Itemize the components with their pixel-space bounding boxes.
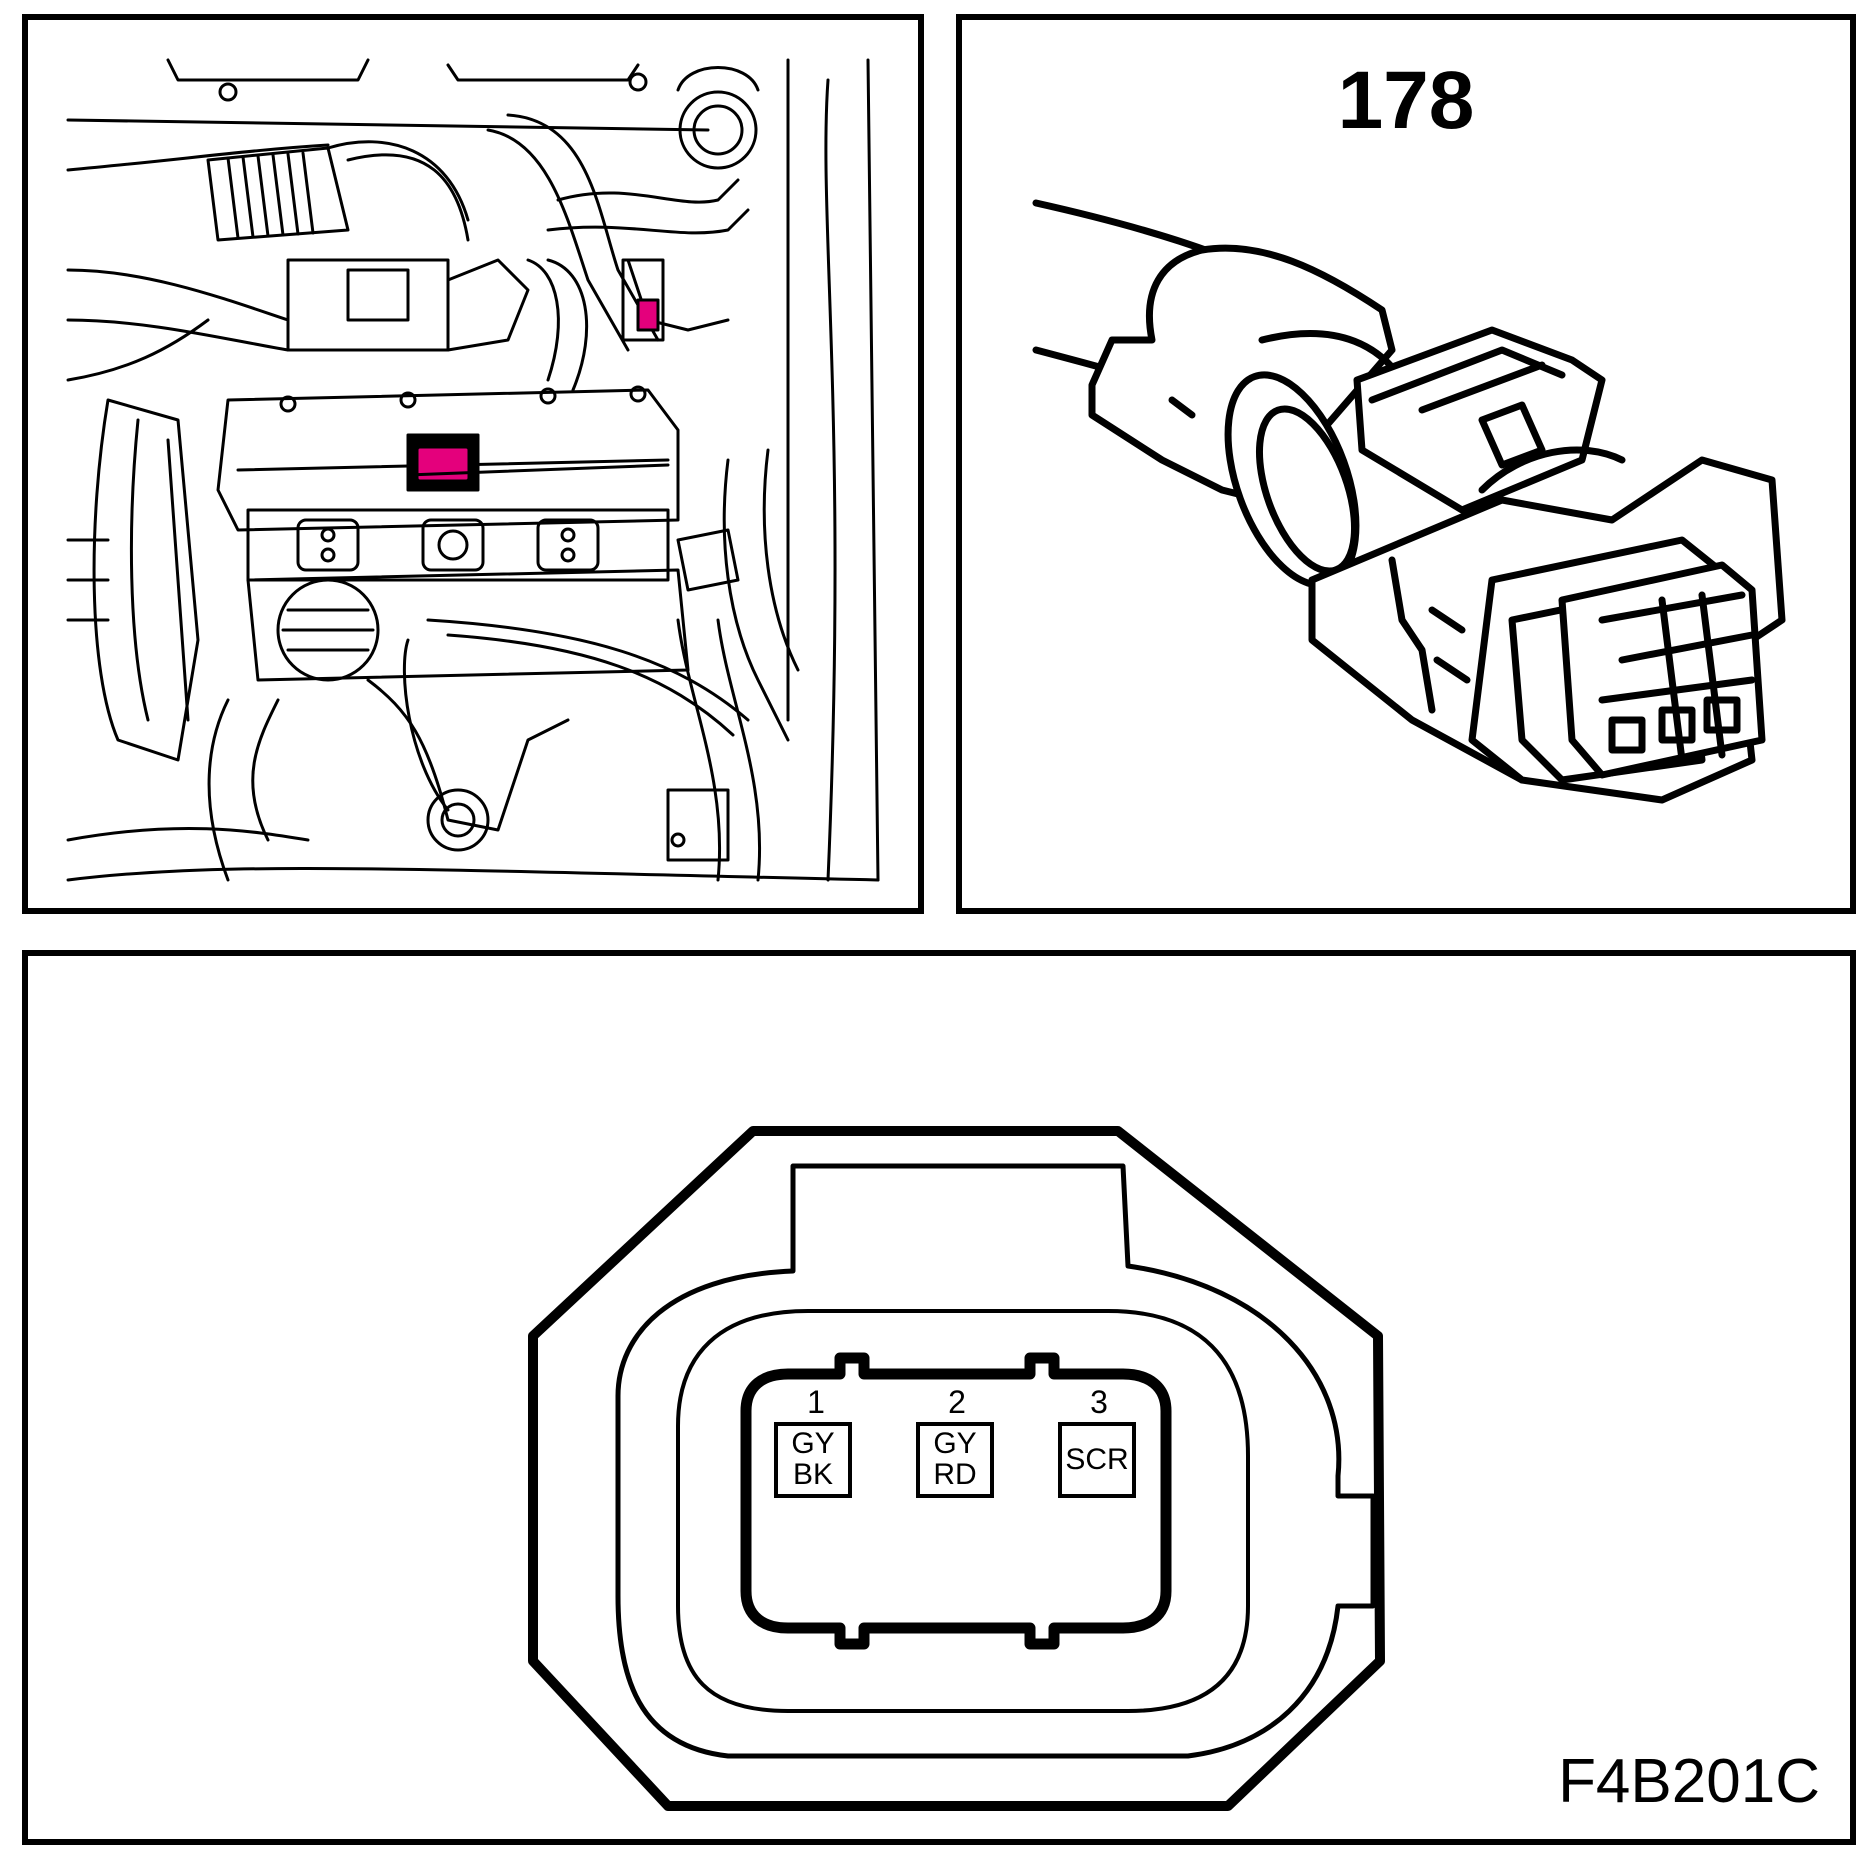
pin-2-number: 2 xyxy=(948,1384,966,1420)
engine-location-panel xyxy=(22,14,924,914)
pin-1-number: 1 xyxy=(807,1384,825,1420)
figure-code: F4B201C xyxy=(1558,1747,1820,1816)
connector-view-panel: 178 xyxy=(956,14,1856,914)
pin-3-wire-color-top: SCR xyxy=(1065,1442,1129,1476)
pin-1-wire-color-bottom: BK xyxy=(792,1458,834,1491)
engine-bay-illustration xyxy=(66,58,880,882)
pin-2-wire-label: GY RD xyxy=(916,1422,994,1498)
connector-pinout-panel: 1 GY BK 2 GY RD 3 SCR F4B201C xyxy=(22,950,1856,1845)
pin-2-wire-color-bottom: RD xyxy=(933,1458,977,1491)
connector-face-outline xyxy=(528,1126,1385,1811)
pin-1-wire-color-top: GY xyxy=(791,1427,835,1461)
pin-3-wire-label: SCR xyxy=(1058,1422,1136,1498)
pin-3-number: 3 xyxy=(1090,1384,1108,1420)
pin-2-wire-color-top: GY xyxy=(933,1427,977,1461)
connector-reference-number: 178 xyxy=(1337,55,1475,146)
pin-1-wire-label: GY BK xyxy=(774,1422,852,1498)
connector-illustration xyxy=(1032,199,1786,804)
